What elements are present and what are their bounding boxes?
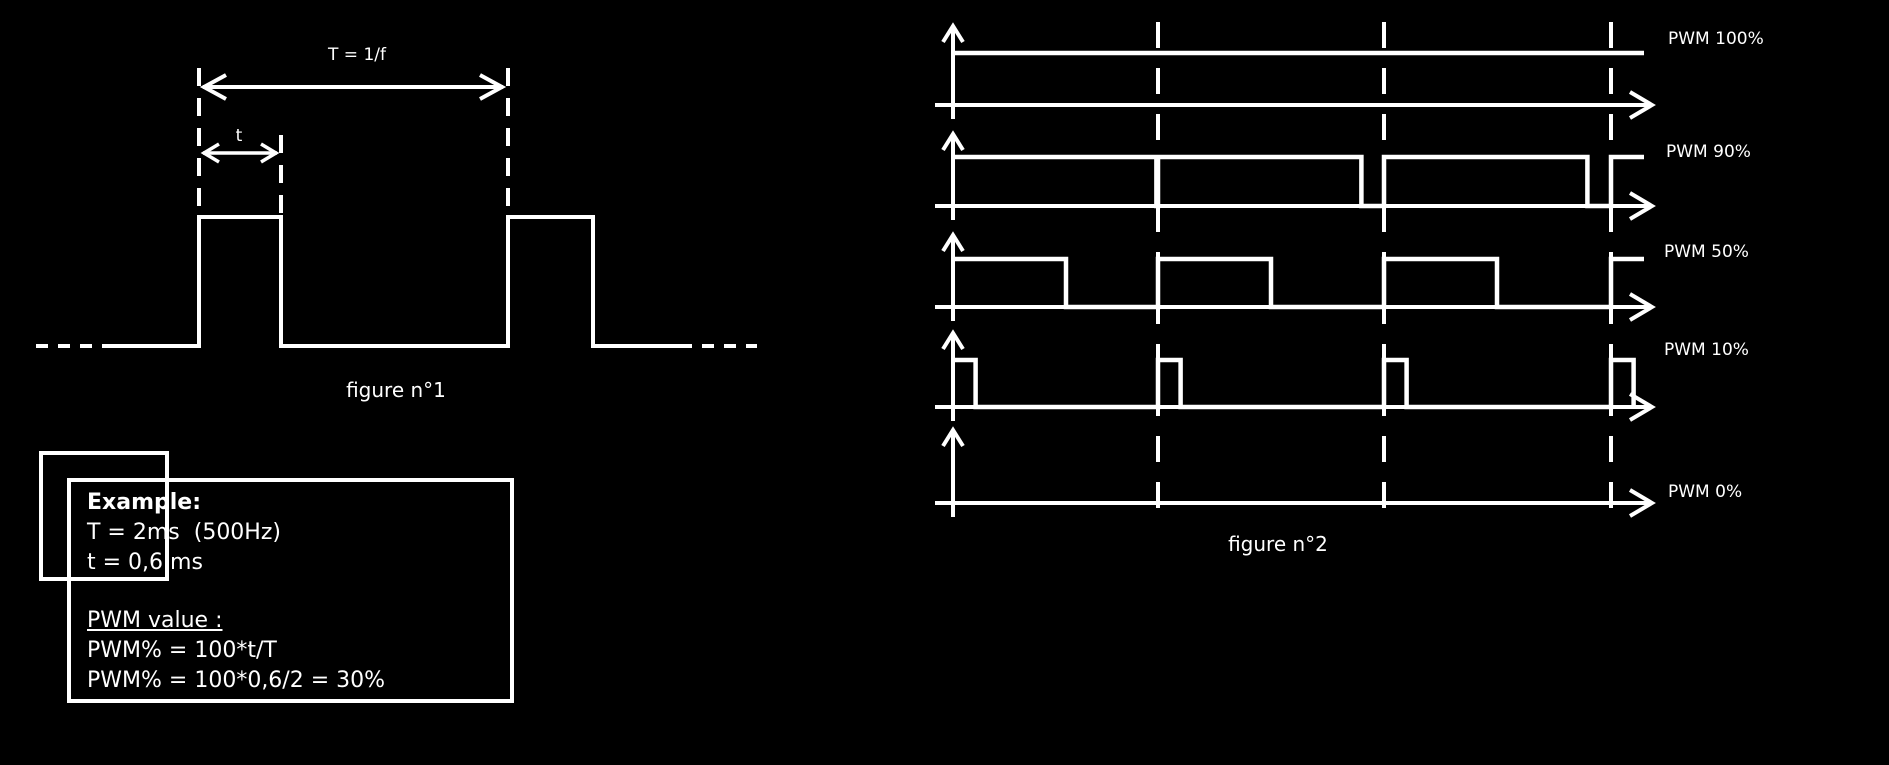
y-axis-arrow-icon xyxy=(941,130,965,152)
figure-1-caption: figure n°1 xyxy=(346,378,446,402)
example-spacer xyxy=(87,578,507,606)
overlay-frame xyxy=(39,451,169,581)
pwm-formula: PWM% = 100*t/T xyxy=(87,638,277,663)
pwm-waveform xyxy=(953,256,1644,310)
signal-row xyxy=(935,231,1656,322)
y-axis-arrow-icon xyxy=(941,426,965,448)
period-label: T = 1/f xyxy=(327,45,387,65)
signal-row xyxy=(935,329,1656,422)
signal-label-10: PWM 10% xyxy=(1664,340,1749,360)
example-text-block: Example: T = 2ms (500Hz) t = 0,6 ms PWM … xyxy=(87,488,507,696)
pwm-value-heading: PWM value : xyxy=(87,608,223,633)
example-box-frame xyxy=(67,478,514,703)
pulse-width-arrow xyxy=(200,142,280,164)
x-axis-arrow-icon xyxy=(1628,90,1656,120)
pulse-waveform xyxy=(110,215,680,348)
pulse-width-label: t xyxy=(236,126,243,146)
x-axis-arrow-icon xyxy=(1628,392,1656,422)
y-axis-arrow-icon xyxy=(941,329,965,351)
figure-2-caption: figure n°2 xyxy=(1228,532,1328,556)
signal-label-90: PWM 90% xyxy=(1666,142,1751,162)
example-title: Example: xyxy=(87,490,201,515)
y-axis-arrow-icon xyxy=(941,22,965,44)
example-pulse: t = 0,6 ms xyxy=(87,550,203,575)
x-axis-arrow-icon xyxy=(1628,191,1656,221)
signal-row xyxy=(935,130,1656,221)
pwm-calculation: PWM% = 100*0,6/2 = 30% xyxy=(87,668,386,693)
example-period: T = 2ms (500Hz) xyxy=(87,520,281,545)
y-axis-arrow-icon xyxy=(941,231,965,253)
figure-1 xyxy=(36,68,757,348)
signal-rows xyxy=(935,22,1656,518)
x-axis-arrow-icon xyxy=(1628,488,1656,518)
pwm-waveform xyxy=(953,357,1636,410)
signal-label-50: PWM 50% xyxy=(1664,242,1749,262)
x-axis-arrow-icon xyxy=(1628,292,1656,322)
signal-label-0: PWM 0% xyxy=(1668,482,1742,502)
period-arrow xyxy=(199,73,507,101)
pwm-waveform xyxy=(953,154,1644,209)
signal-label-100: PWM 100% xyxy=(1668,29,1764,49)
signal-row xyxy=(935,22,1656,120)
signal-row xyxy=(935,426,1656,518)
